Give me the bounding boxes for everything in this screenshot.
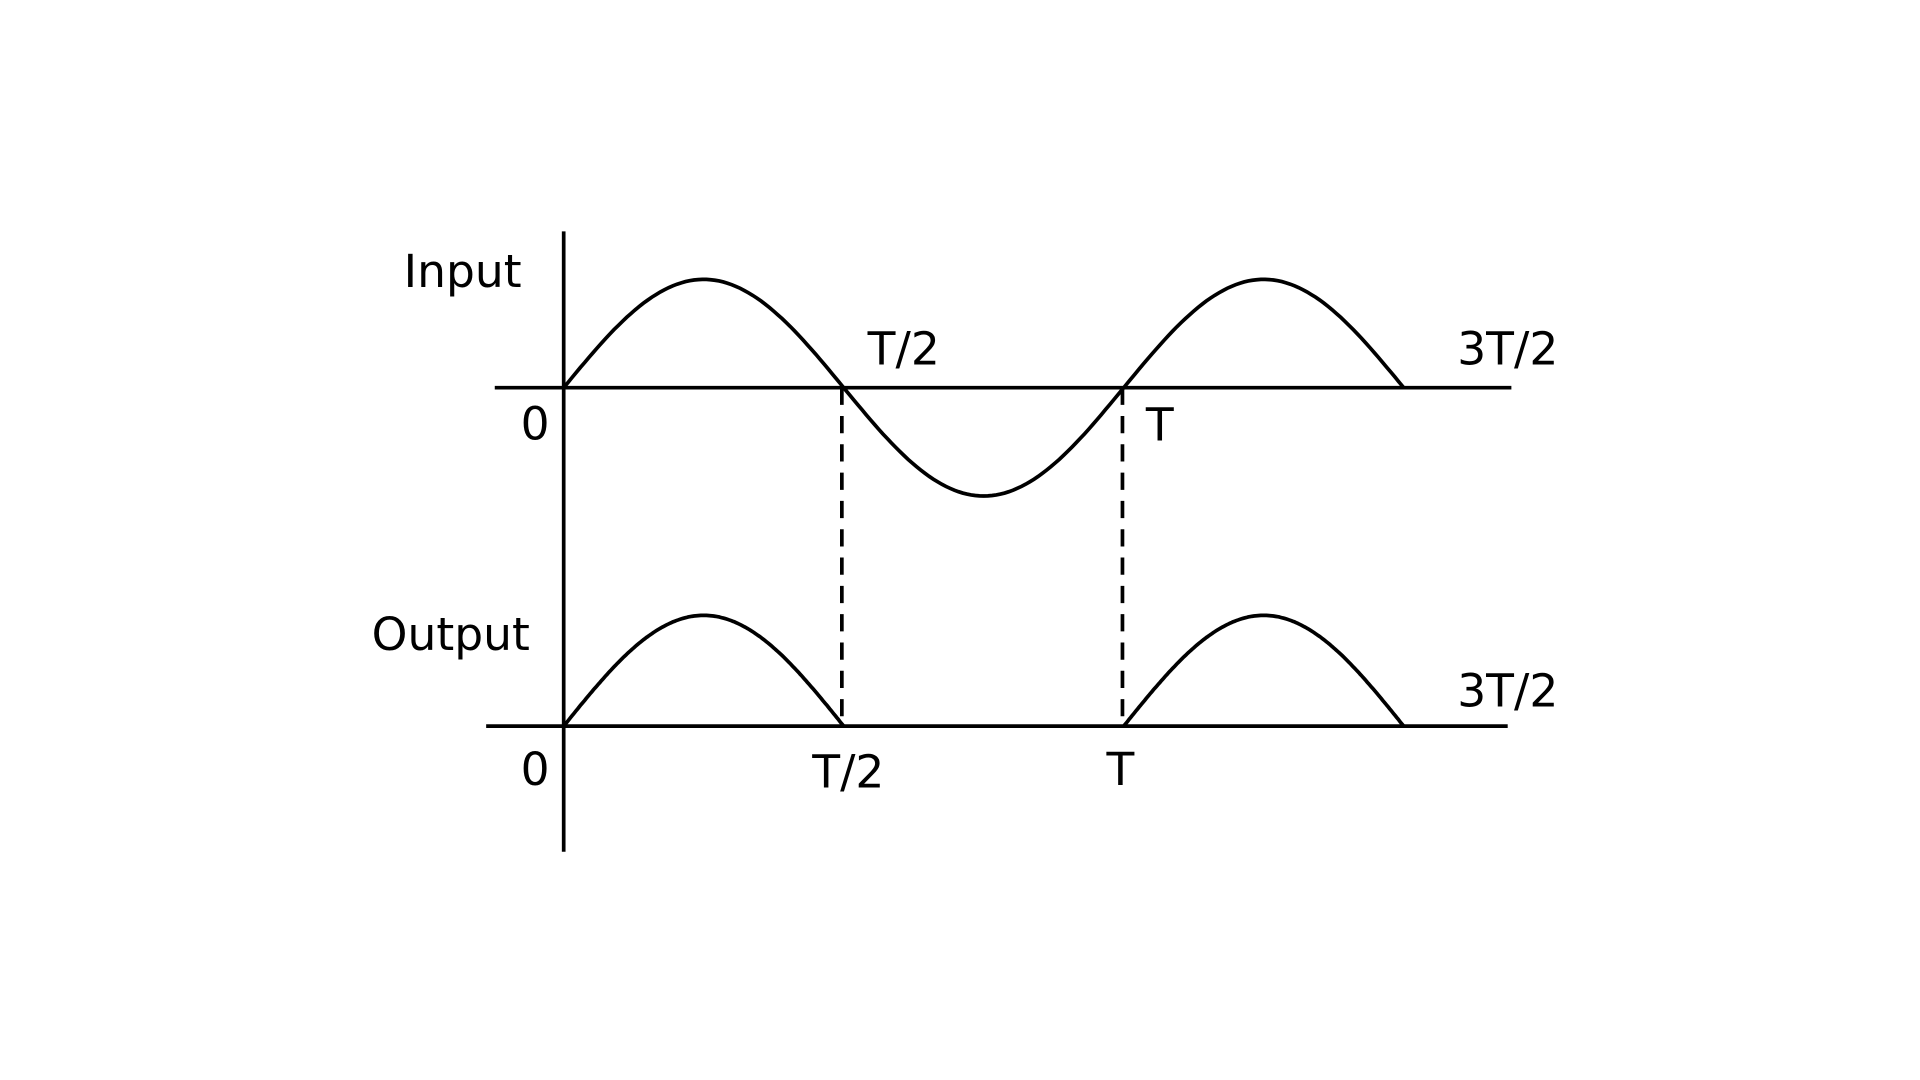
output-end-label: 3T/2 <box>1457 664 1558 717</box>
output-half-period-label: T/2 <box>811 746 884 799</box>
output-half-wave-pulse-1 <box>562 613 846 728</box>
input-title: Input <box>404 245 522 298</box>
output-origin-label: 0 <box>521 743 550 796</box>
output-period-label: T <box>1105 743 1134 796</box>
output-title: Output <box>372 608 530 661</box>
input-end-label: 3T/2 <box>1457 322 1558 375</box>
input-period-label: T <box>1145 399 1174 452</box>
input-sine-wave <box>562 277 1406 498</box>
output-half-wave-pulse-2 <box>1122 613 1406 728</box>
input-half-period-label: T/2 <box>867 322 940 375</box>
input-origin-label: 0 <box>521 397 550 450</box>
